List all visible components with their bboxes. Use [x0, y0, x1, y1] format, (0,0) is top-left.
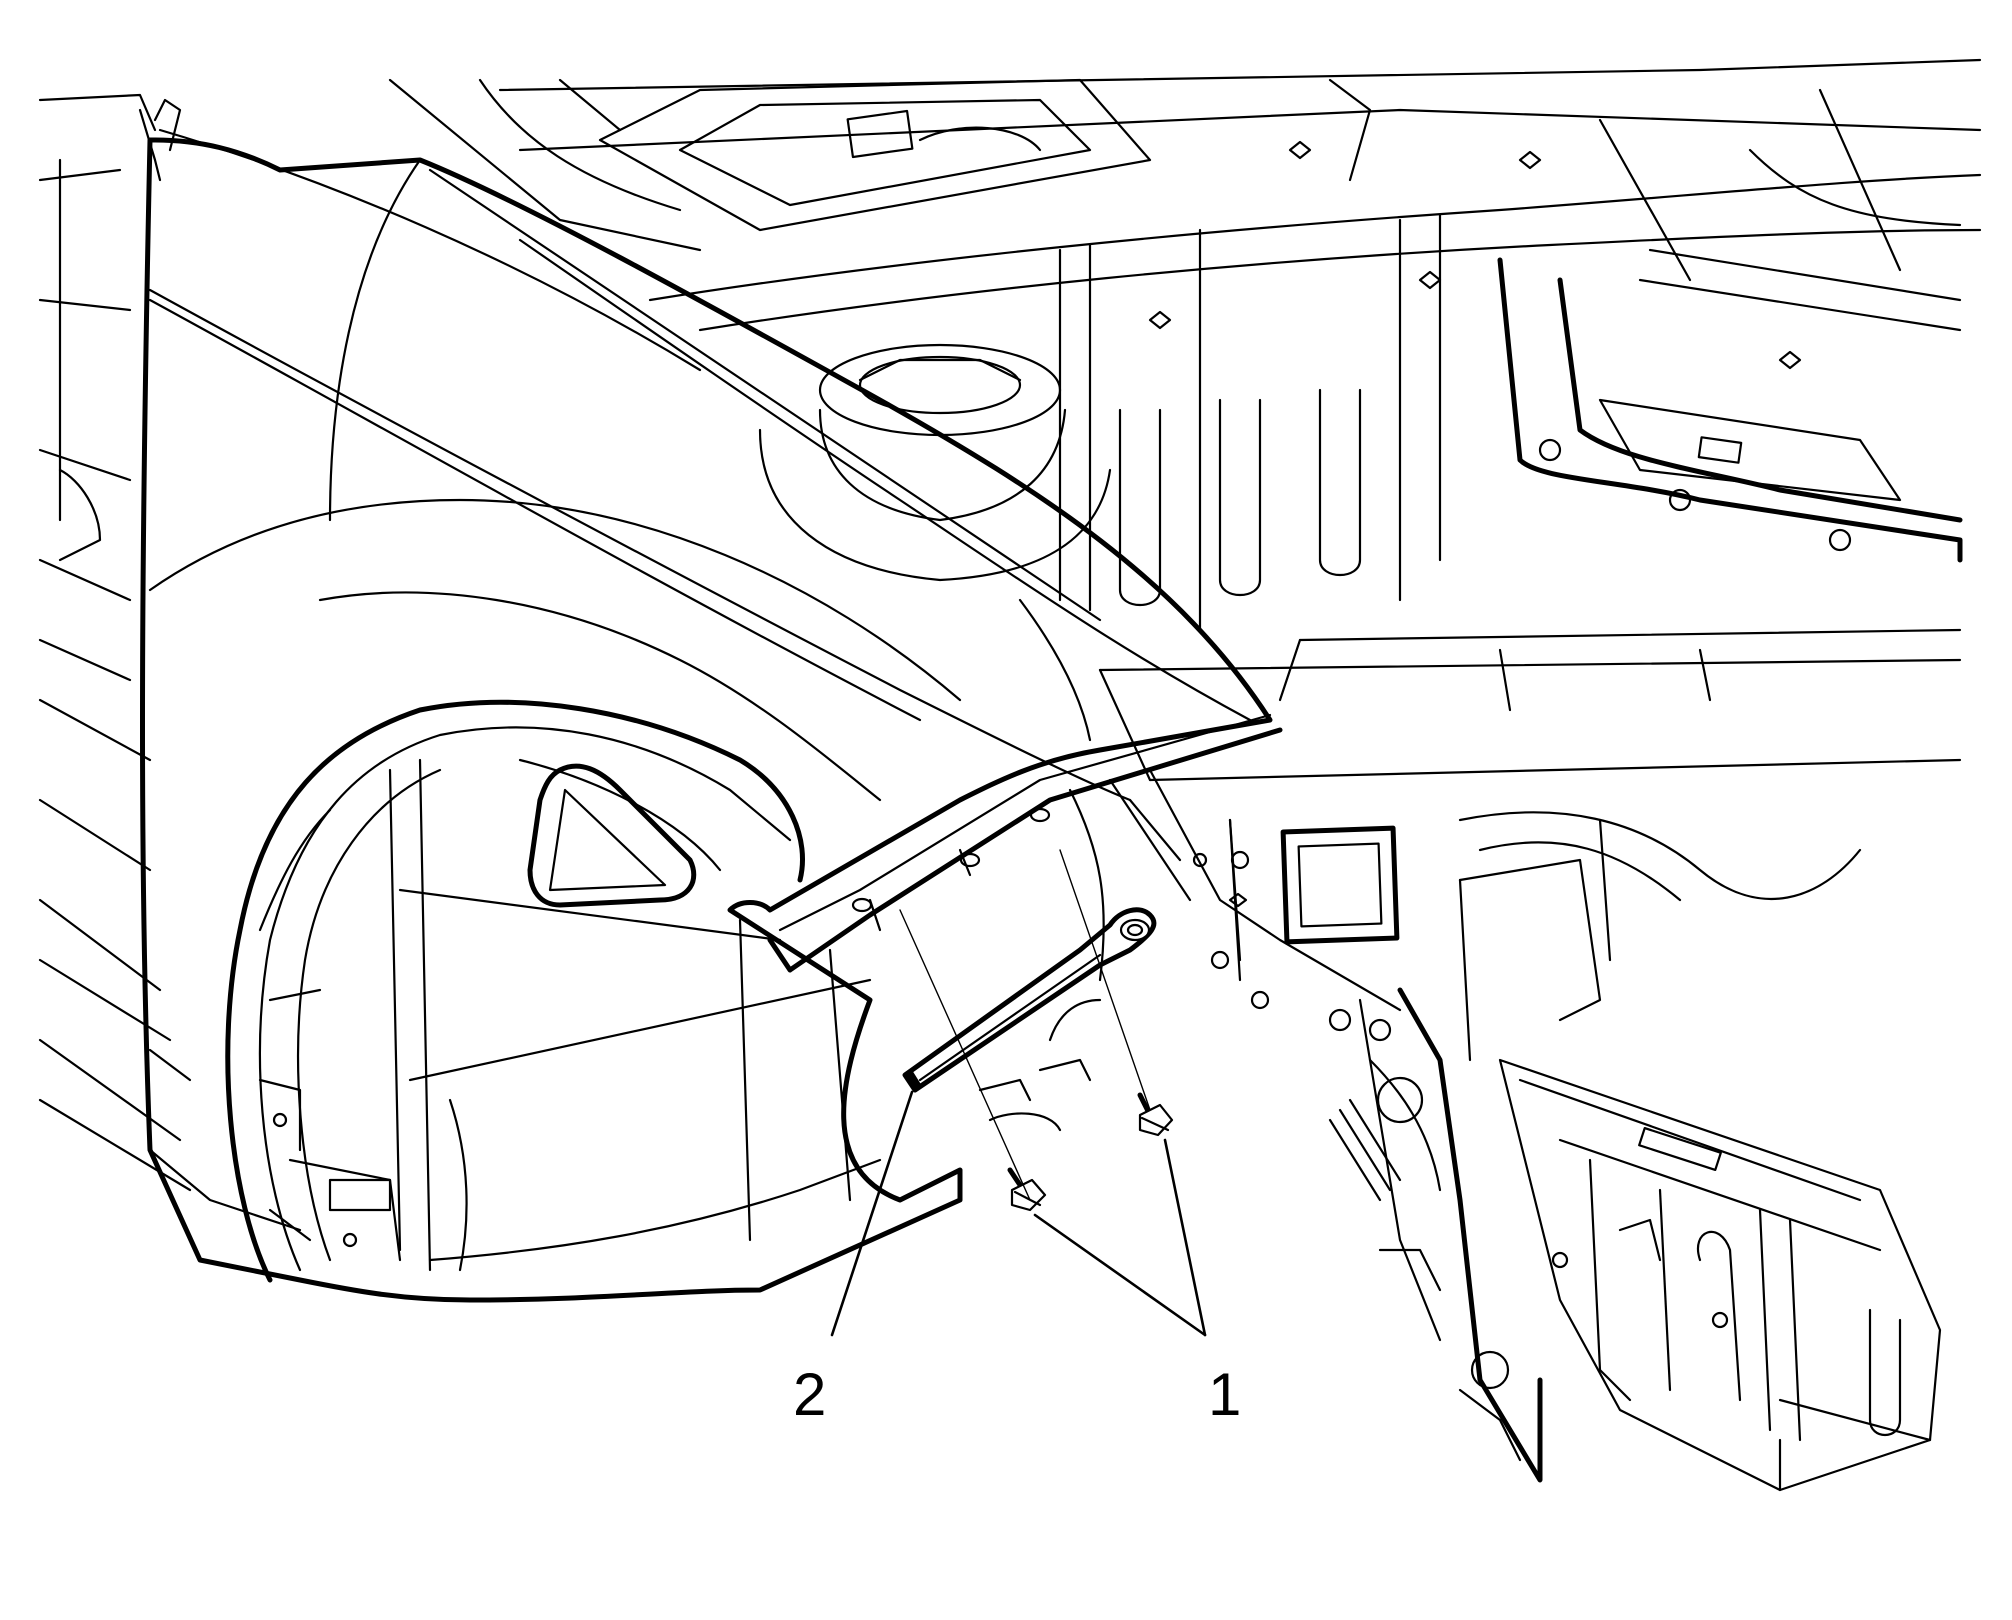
callout-label-1: 1 [1208, 1361, 1242, 1428]
callout-label-2: 2 [793, 1361, 827, 1428]
bolt-lower-left [1007, 1167, 1047, 1212]
front-frame-rail [1098, 628, 1962, 1492]
callout-leaders [830, 849, 1207, 1337]
fender-brace [902, 907, 1157, 1093]
front-fender [140, 98, 1273, 1303]
engine-compartment [388, 58, 1982, 632]
fender-mounting-flange [767, 713, 1402, 1132]
callout-1-leader-a [1033, 1213, 1207, 1337]
vehicle-body-left [38, 93, 192, 1192]
callout-1-leader-b [1163, 1138, 1207, 1337]
callout-2-leader [830, 1090, 914, 1337]
bolt-right [1137, 1092, 1174, 1137]
fender-bolts [1007, 1092, 1174, 1212]
